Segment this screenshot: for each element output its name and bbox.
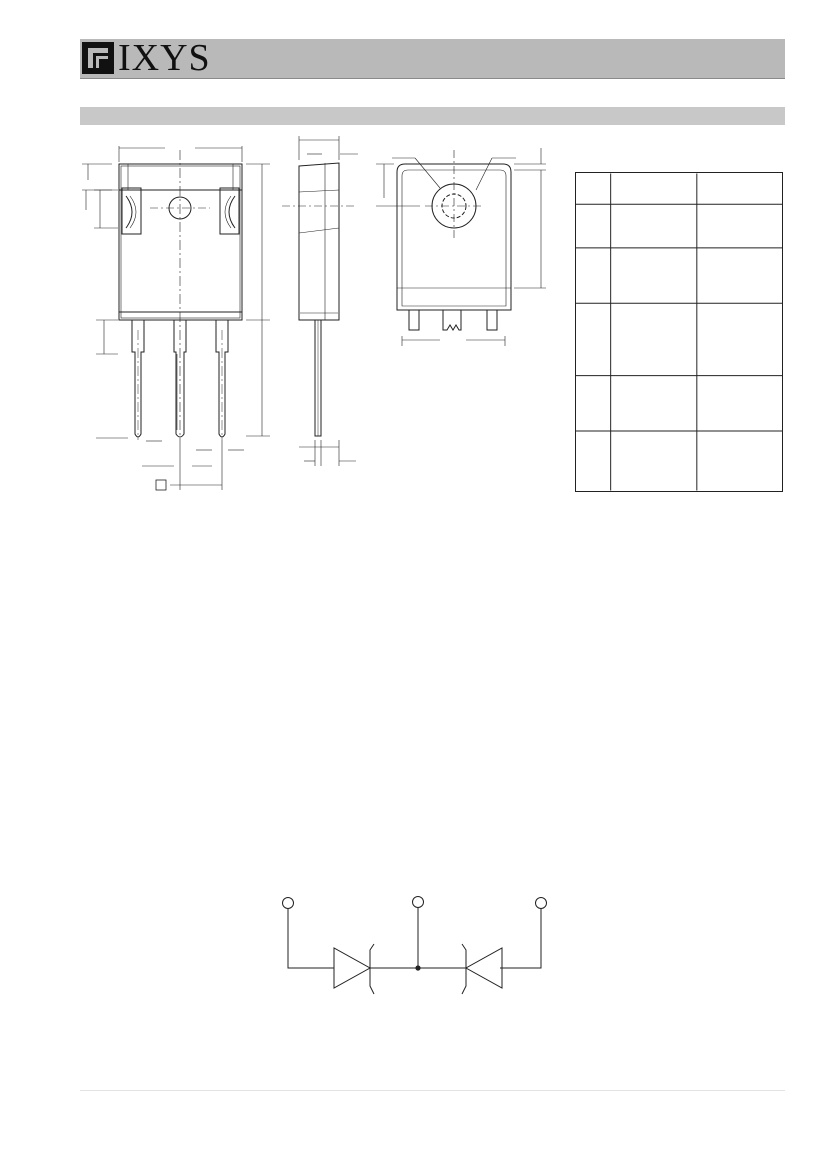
ixys-logo: IXYS — [82, 37, 211, 79]
avalanche-diode-2-icon — [461, 943, 503, 995]
terminal-1-icon — [282, 897, 294, 909]
back-view — [376, 148, 546, 346]
junction-dot-icon — [415, 965, 421, 971]
logo-text: IXYS — [118, 37, 211, 79]
footer-rule — [80, 1090, 785, 1091]
side-view — [282, 136, 358, 466]
header-bar — [80, 39, 785, 79]
ixys-logo-mark-icon — [82, 42, 114, 74]
terminal-2-icon — [412, 896, 424, 908]
dimension-table — [575, 172, 783, 492]
avalanche-diode-1-icon — [333, 943, 375, 995]
front-view — [82, 146, 270, 491]
terminal-3-icon — [535, 897, 547, 909]
section-bar — [80, 107, 785, 125]
